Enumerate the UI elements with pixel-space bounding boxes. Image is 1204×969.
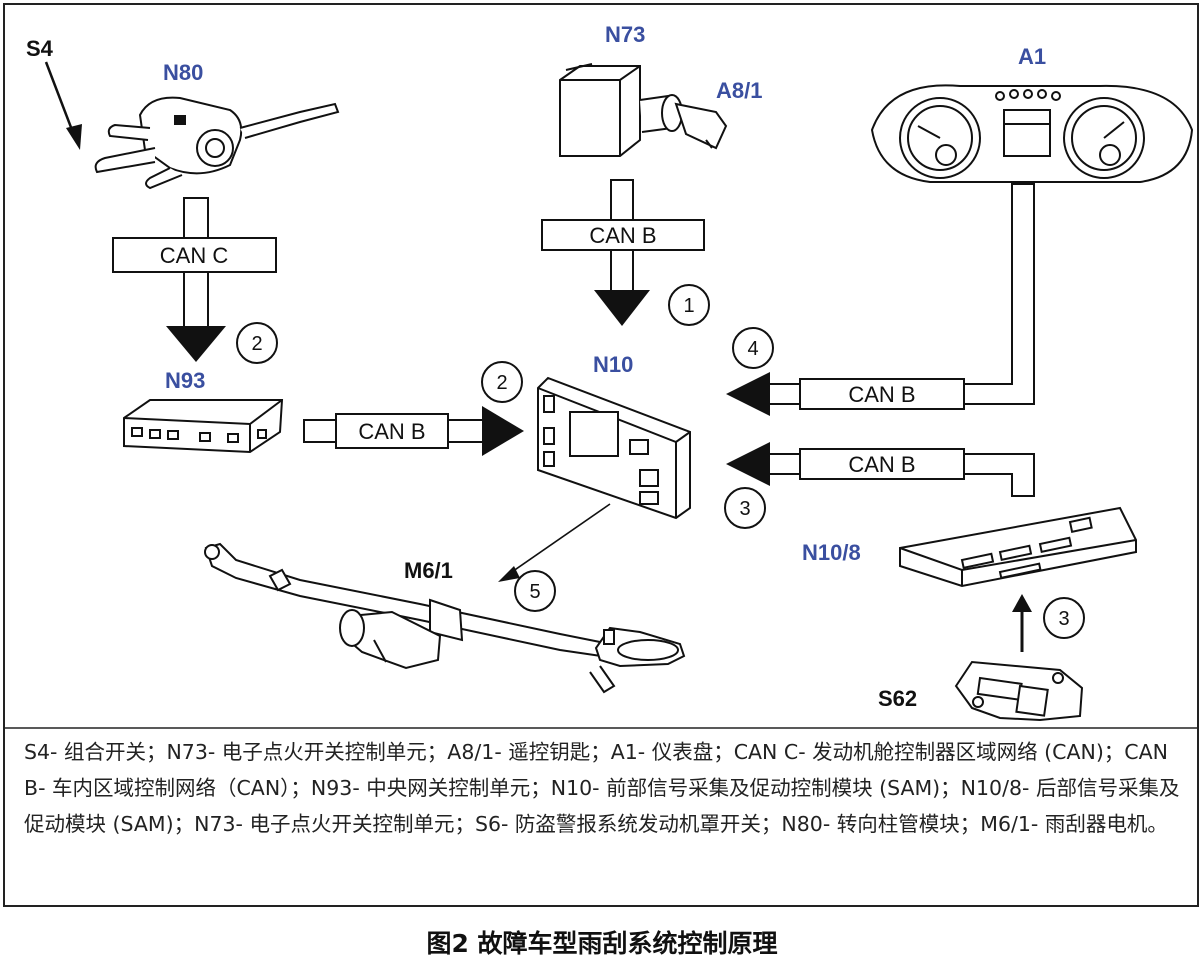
label-s4: S4 — [26, 36, 54, 61]
ignition-switch-icon — [559, 63, 728, 157]
figure-caption: 图2 故障车型雨刮系统控制原理 — [426, 929, 778, 958]
label-n93: N93 — [165, 368, 205, 393]
can-b-n73-box — [541, 219, 705, 251]
can-b-n93-label: CAN B — [358, 419, 425, 444]
hood-switch-icon — [954, 660, 1084, 722]
front-sam-module-icon — [537, 376, 691, 520]
step-marker-s62-n10-8: 3 — [1043, 597, 1085, 639]
label-n10: N10 — [593, 352, 633, 377]
label-s62: S62 — [878, 686, 917, 711]
can-b-a1-label: CAN B — [848, 382, 915, 407]
s4-pointer-arrow — [44, 61, 82, 150]
legend-text: S4- 组合开关；N73- 电子点火开关控制单元；A8/1- 遥控钥匙；A1- … — [24, 734, 1184, 842]
can-c-bus — [112, 197, 277, 362]
svg-text:2: 2 — [496, 372, 507, 394]
n10-to-m6-1-arrow — [498, 503, 611, 582]
label-n10-8: N10/8 — [802, 540, 861, 565]
can-c-bus-box — [112, 237, 277, 273]
label-m6-1: M6/1 — [404, 558, 453, 583]
can-b-bus-a1-n10 — [726, 183, 1035, 416]
legend-line: S4- 组合开关；N73- 电子点火开关控制单元；A8/1- 遥控钥匙；A1- … — [24, 740, 1180, 836]
label-a1: A1 — [1018, 44, 1046, 69]
step-marker-n10-m6-1: 5 — [514, 570, 556, 612]
diagram-frame — [3, 3, 1199, 907]
svg-text:2: 2 — [251, 333, 262, 355]
can-b-bus-n73-n10 — [541, 179, 705, 326]
svg-text:1: 1 — [683, 295, 694, 317]
step-marker-n10-8-n10: 3 — [724, 487, 766, 529]
svg-text:3: 3 — [739, 498, 750, 520]
step-marker-n80-n93: 2 — [236, 322, 278, 364]
wiper-motor-linkage-icon — [204, 542, 686, 694]
label-a8-1: A8/1 — [716, 78, 762, 103]
can-b-bus-n10-8-n10 — [726, 442, 1035, 497]
instrument-cluster-icon — [870, 84, 1194, 183]
step-marker-a1-n10: 4 — [732, 327, 774, 369]
can-b-bus-n93-n10 — [303, 406, 524, 456]
can-c-bus-label: CAN C — [160, 243, 229, 268]
central-gateway-icon — [123, 399, 284, 454]
step-marker-n73-n10: 1 — [668, 284, 710, 326]
step-marker-n93-n10: 2 — [481, 361, 523, 403]
svg-text:4: 4 — [747, 338, 758, 360]
label-n73: N73 — [605, 22, 645, 47]
svg-text:5: 5 — [529, 581, 540, 603]
s62-to-n10-8-arrow — [1012, 594, 1032, 652]
svg-text:3: 3 — [1058, 608, 1069, 630]
rear-sam-module-icon — [899, 506, 1137, 588]
label-n80: N80 — [163, 60, 203, 85]
can-b-a1-box — [799, 378, 965, 410]
can-b-n10-8-box — [799, 448, 965, 480]
can-b-n73-label: CAN B — [589, 223, 656, 248]
can-b-n93-box — [335, 413, 449, 449]
can-b-n10-8-label: CAN B — [848, 452, 915, 477]
steering-column-module-icon — [94, 96, 340, 190]
